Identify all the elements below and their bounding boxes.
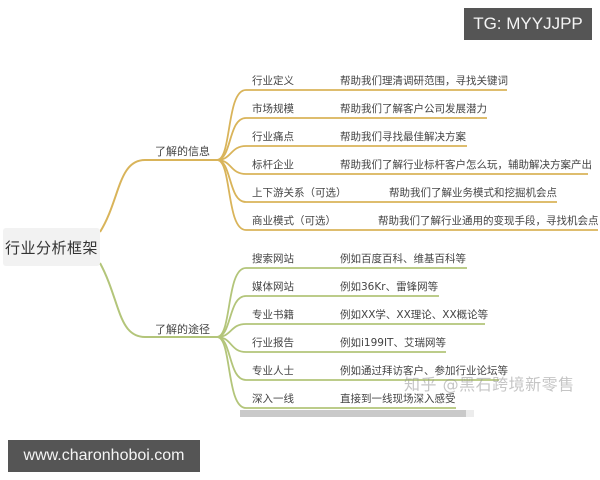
leaf-label: 深入一线: [252, 393, 294, 405]
leaf-label: 搜索网站: [252, 253, 294, 265]
leaf-desc: 例如36Kr、雷锋网等: [340, 281, 439, 293]
root-node: 行业分析框架: [3, 228, 100, 266]
scroll-bar-artifact: [240, 410, 466, 417]
leaf-label: 专业书籍: [252, 309, 294, 321]
branch-info-label: 了解的信息: [155, 145, 210, 158]
leaf-desc: 帮助我们了解客户公司发展潜力: [340, 103, 487, 115]
leaf-desc: 例如XX学、XX理论、XX概论等: [340, 309, 489, 321]
leaf-desc: 帮助我们寻找最佳解决方案: [340, 131, 466, 143]
leaf-desc: 帮助我们了解业务模式和挖掘机会点: [389, 187, 557, 199]
site-watermark-text: www.charonhoboi.com: [23, 447, 185, 464]
leaf-desc: 直接到一线现场深入感受: [340, 393, 456, 405]
site-watermark: www.charonhoboi.com: [8, 440, 200, 472]
leaf-label: 标杆企业: [252, 159, 294, 171]
leaf-desc: 例如i199IT、艾瑞网等: [340, 337, 446, 349]
leaf-label: 专业人士: [252, 365, 294, 377]
leaf-desc: 例如百度百科、维基百科等: [340, 253, 466, 265]
leaf-label: 商业模式（可选）: [252, 215, 336, 227]
leaf-label: 上下游关系（可选）: [252, 187, 347, 199]
tg-watermark: TG: MYYJJPP: [464, 8, 592, 40]
leaf-desc: 例如通过拜访客户、参加行业论坛等: [340, 365, 508, 377]
leaf-desc: 帮助我们了解行业标杆客户怎么玩，辅助解决方案产出: [340, 159, 592, 171]
leaf-desc: 帮助我们了解行业通用的变现手段，寻找机会点: [378, 215, 599, 227]
tg-watermark-text: TG: MYYJJPP: [473, 14, 583, 33]
leaf-label: 媒体网站: [252, 281, 294, 293]
leaf-desc: 帮助我们理清调研范围，寻找关键词: [340, 75, 508, 87]
leaf-label: 行业痛点: [252, 131, 294, 143]
leaf-label: 市场规模: [252, 103, 294, 115]
branch-route-label: 了解的途径: [155, 323, 210, 336]
root-label: 行业分析框架: [4, 238, 98, 257]
leaf-label: 行业报告: [252, 337, 294, 349]
scroll-bar-artifact-end: [466, 410, 474, 417]
zhihu-watermark: 知乎 @黑石跨境新零售: [404, 375, 575, 394]
leaf-label: 行业定义: [252, 75, 294, 87]
